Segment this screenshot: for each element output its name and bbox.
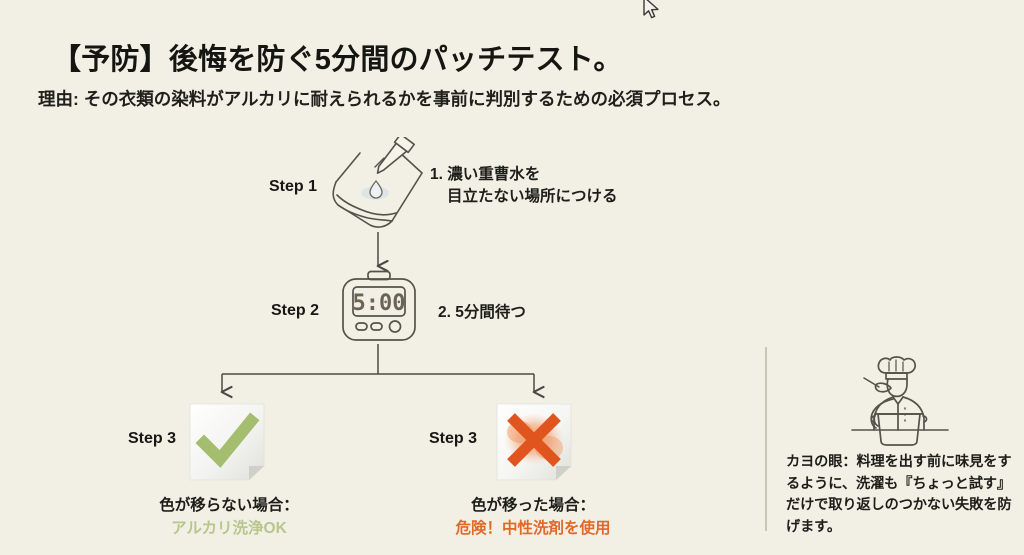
- step-3-ok-caption: 色が移らない場合： アルカリ洗浄OK: [109, 494, 349, 541]
- step-1-description: 1. 濃い重曹水を 目立たない場所につける: [430, 164, 618, 209]
- step-3-ng-label: Step 3: [429, 430, 478, 447]
- step-3-ng-caption: 色が移った場合： 危険！中性洗剤を使用: [413, 494, 653, 541]
- orange-cross-card-icon: [496, 403, 572, 481]
- page-title: 【予防】後悔を防ぐ5分間のパッチテスト。: [52, 44, 623, 76]
- step-1-line-1: 1. 濃い重曹水を: [430, 166, 541, 183]
- mouse-pointer-icon: [643, 0, 659, 19]
- step-2-label: Step 2: [271, 302, 320, 319]
- step-3-ok-caption-main: 色が移らない場合：: [159, 497, 299, 514]
- dropper-on-fabric-icon: [332, 137, 423, 228]
- step-3-ng-result: 危険！中性洗剤を使用: [455, 520, 611, 538]
- green-check-card-icon: [189, 403, 265, 481]
- timer-display-text: 5:00: [353, 291, 406, 316]
- step-2-description: 2. 5分間待つ: [438, 304, 526, 321]
- flow-diagram: Step 1 1. 濃い重曹水を 目立たない場所につける: [0, 120, 766, 555]
- step-3-ok-label: Step 3: [128, 430, 177, 447]
- page-subtitle: 理由: その衣類の染料がアルカリに耐えられるかを事前に判別するための必須プロセス…: [38, 89, 731, 109]
- kitchen-timer-icon: 5:00: [336, 270, 422, 342]
- step-3-ng-caption-main: 色が移った場合：: [470, 497, 595, 514]
- step-3-ok-result: アルカリ洗浄OK: [171, 520, 287, 538]
- note-text: カヨの眼：料理を出す前に味見をするように、洗濯も『ちょっと試す』だけで取り返しの…: [786, 454, 1012, 535]
- step-1-line-2: 目立たない場所につける: [447, 188, 618, 206]
- step-1-label: Step 1: [269, 178, 318, 195]
- panel-divider: [765, 347, 767, 531]
- chef-tasting-icon: [851, 356, 949, 446]
